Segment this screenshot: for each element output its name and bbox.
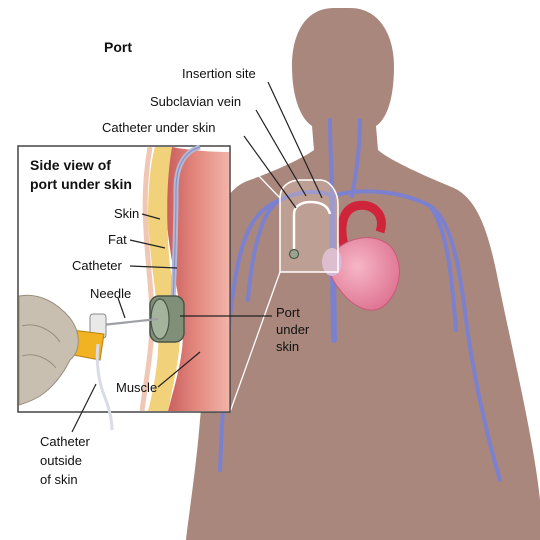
port-marker [290, 250, 299, 259]
label-skin: Skin [114, 206, 139, 221]
label-port-line1: Port [276, 305, 300, 320]
inset-title-line2: port under skin [30, 176, 132, 192]
label-needle: Needle [90, 286, 131, 301]
inset-title-line1: Side view of [30, 157, 111, 173]
port-region-box [280, 180, 338, 272]
label-catheter-inset: Catheter [72, 258, 123, 273]
label-catheter-under-skin: Catheter under skin [102, 120, 215, 135]
label-fat: Fat [108, 232, 127, 247]
label-catheter-outside-line2: outside [40, 453, 82, 468]
label-insertion-site: Insertion site [182, 66, 256, 81]
label-muscle: Muscle [116, 380, 157, 395]
label-subclavian-vein: Subclavian vein [150, 94, 241, 109]
label-port-line3: skin [276, 339, 299, 354]
label-catheter-outside-line3: of skin [40, 472, 78, 487]
label-catheter-outside-line1: Catheter [40, 434, 91, 449]
diagram-title: Port [104, 39, 132, 55]
label-port-line2: under [276, 322, 310, 337]
